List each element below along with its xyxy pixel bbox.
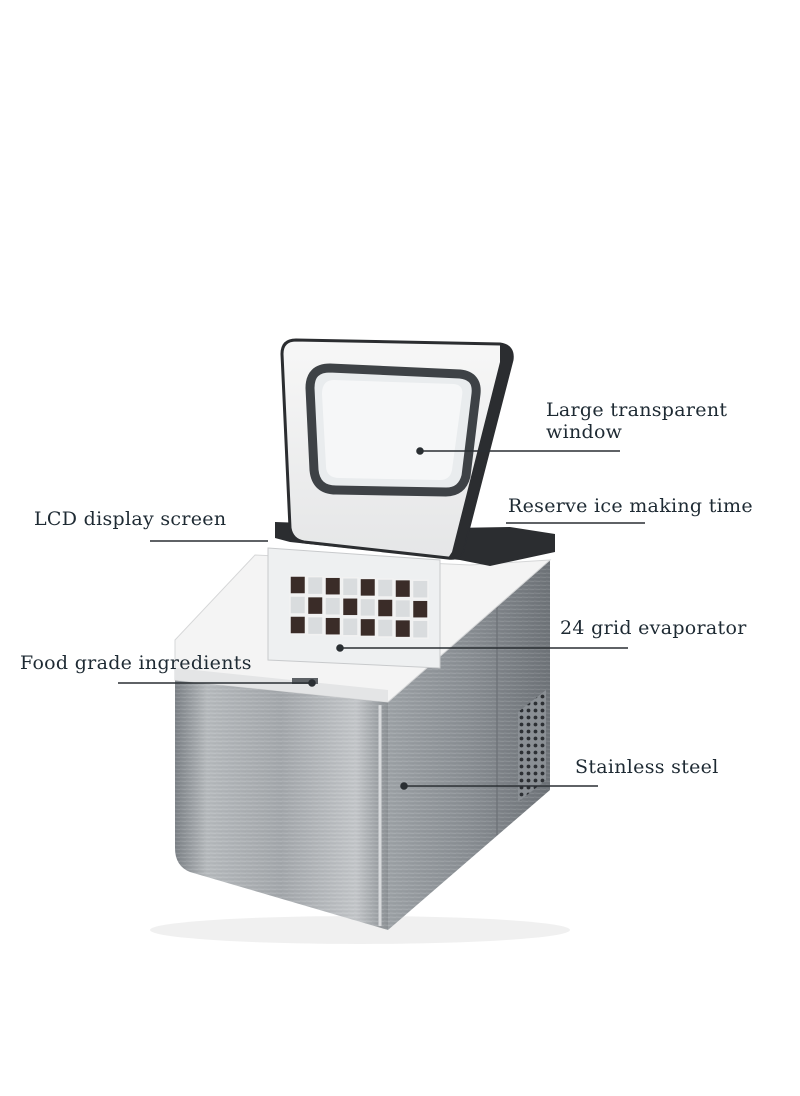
floor-shadow bbox=[150, 916, 570, 944]
evaporator-cell bbox=[289, 575, 307, 595]
evaporator-cell bbox=[394, 618, 412, 639]
evaporator-cell bbox=[359, 577, 377, 598]
leader-lines bbox=[118, 447, 645, 790]
evaporator-cell bbox=[289, 615, 307, 635]
callout-lcd: LCD display screen bbox=[34, 508, 227, 530]
evaporator-cell bbox=[394, 578, 412, 599]
evaporator-cell bbox=[411, 599, 429, 619]
deck-lower-lip bbox=[175, 668, 388, 702]
vent-grille bbox=[518, 690, 546, 802]
leader-evaporator-dot bbox=[336, 644, 344, 652]
leader-food-grade-dot bbox=[308, 679, 316, 687]
callout-steel: Stainless steel bbox=[575, 756, 719, 778]
side-panel-brush bbox=[388, 560, 550, 930]
callout-window-line2: window bbox=[546, 421, 623, 443]
callout-window-line1: Large transparent bbox=[546, 399, 728, 421]
evaporator-cell bbox=[324, 576, 342, 596]
evaporator-cell bbox=[341, 597, 359, 617]
evaporator-cell bbox=[341, 577, 359, 597]
callout-reserve: Reserve ice making time bbox=[508, 495, 753, 517]
evaporator-cell bbox=[341, 617, 359, 637]
leader-steel-dot bbox=[400, 782, 408, 790]
evaporator-cell bbox=[324, 616, 342, 636]
evaporator-cell bbox=[376, 598, 394, 618]
evaporator-grid bbox=[289, 575, 429, 639]
evaporator-cell bbox=[359, 617, 377, 638]
evaporator-cell bbox=[376, 618, 394, 638]
front-panel-brush bbox=[175, 680, 388, 930]
callout-evaporator: 24 grid evaporator bbox=[560, 617, 747, 639]
evaporator-cell bbox=[359, 597, 377, 618]
evaporator-cell bbox=[324, 596, 342, 616]
window-inner bbox=[322, 380, 463, 480]
evaporator-cell bbox=[394, 598, 412, 619]
lcd-panel bbox=[292, 678, 318, 684]
evaporator-cell bbox=[376, 578, 394, 598]
callout-food-grade: Food grade ingredients bbox=[20, 652, 252, 674]
evaporator-cell bbox=[289, 595, 307, 615]
evaporator-cell bbox=[411, 579, 429, 599]
callout-window: Large transparent window bbox=[546, 399, 727, 443]
evaporator-cell bbox=[306, 615, 324, 636]
leader-window-dot bbox=[416, 447, 424, 455]
evaporator-cell bbox=[306, 595, 324, 616]
evaporator-cell bbox=[411, 619, 429, 639]
evaporator-cell bbox=[306, 575, 324, 596]
